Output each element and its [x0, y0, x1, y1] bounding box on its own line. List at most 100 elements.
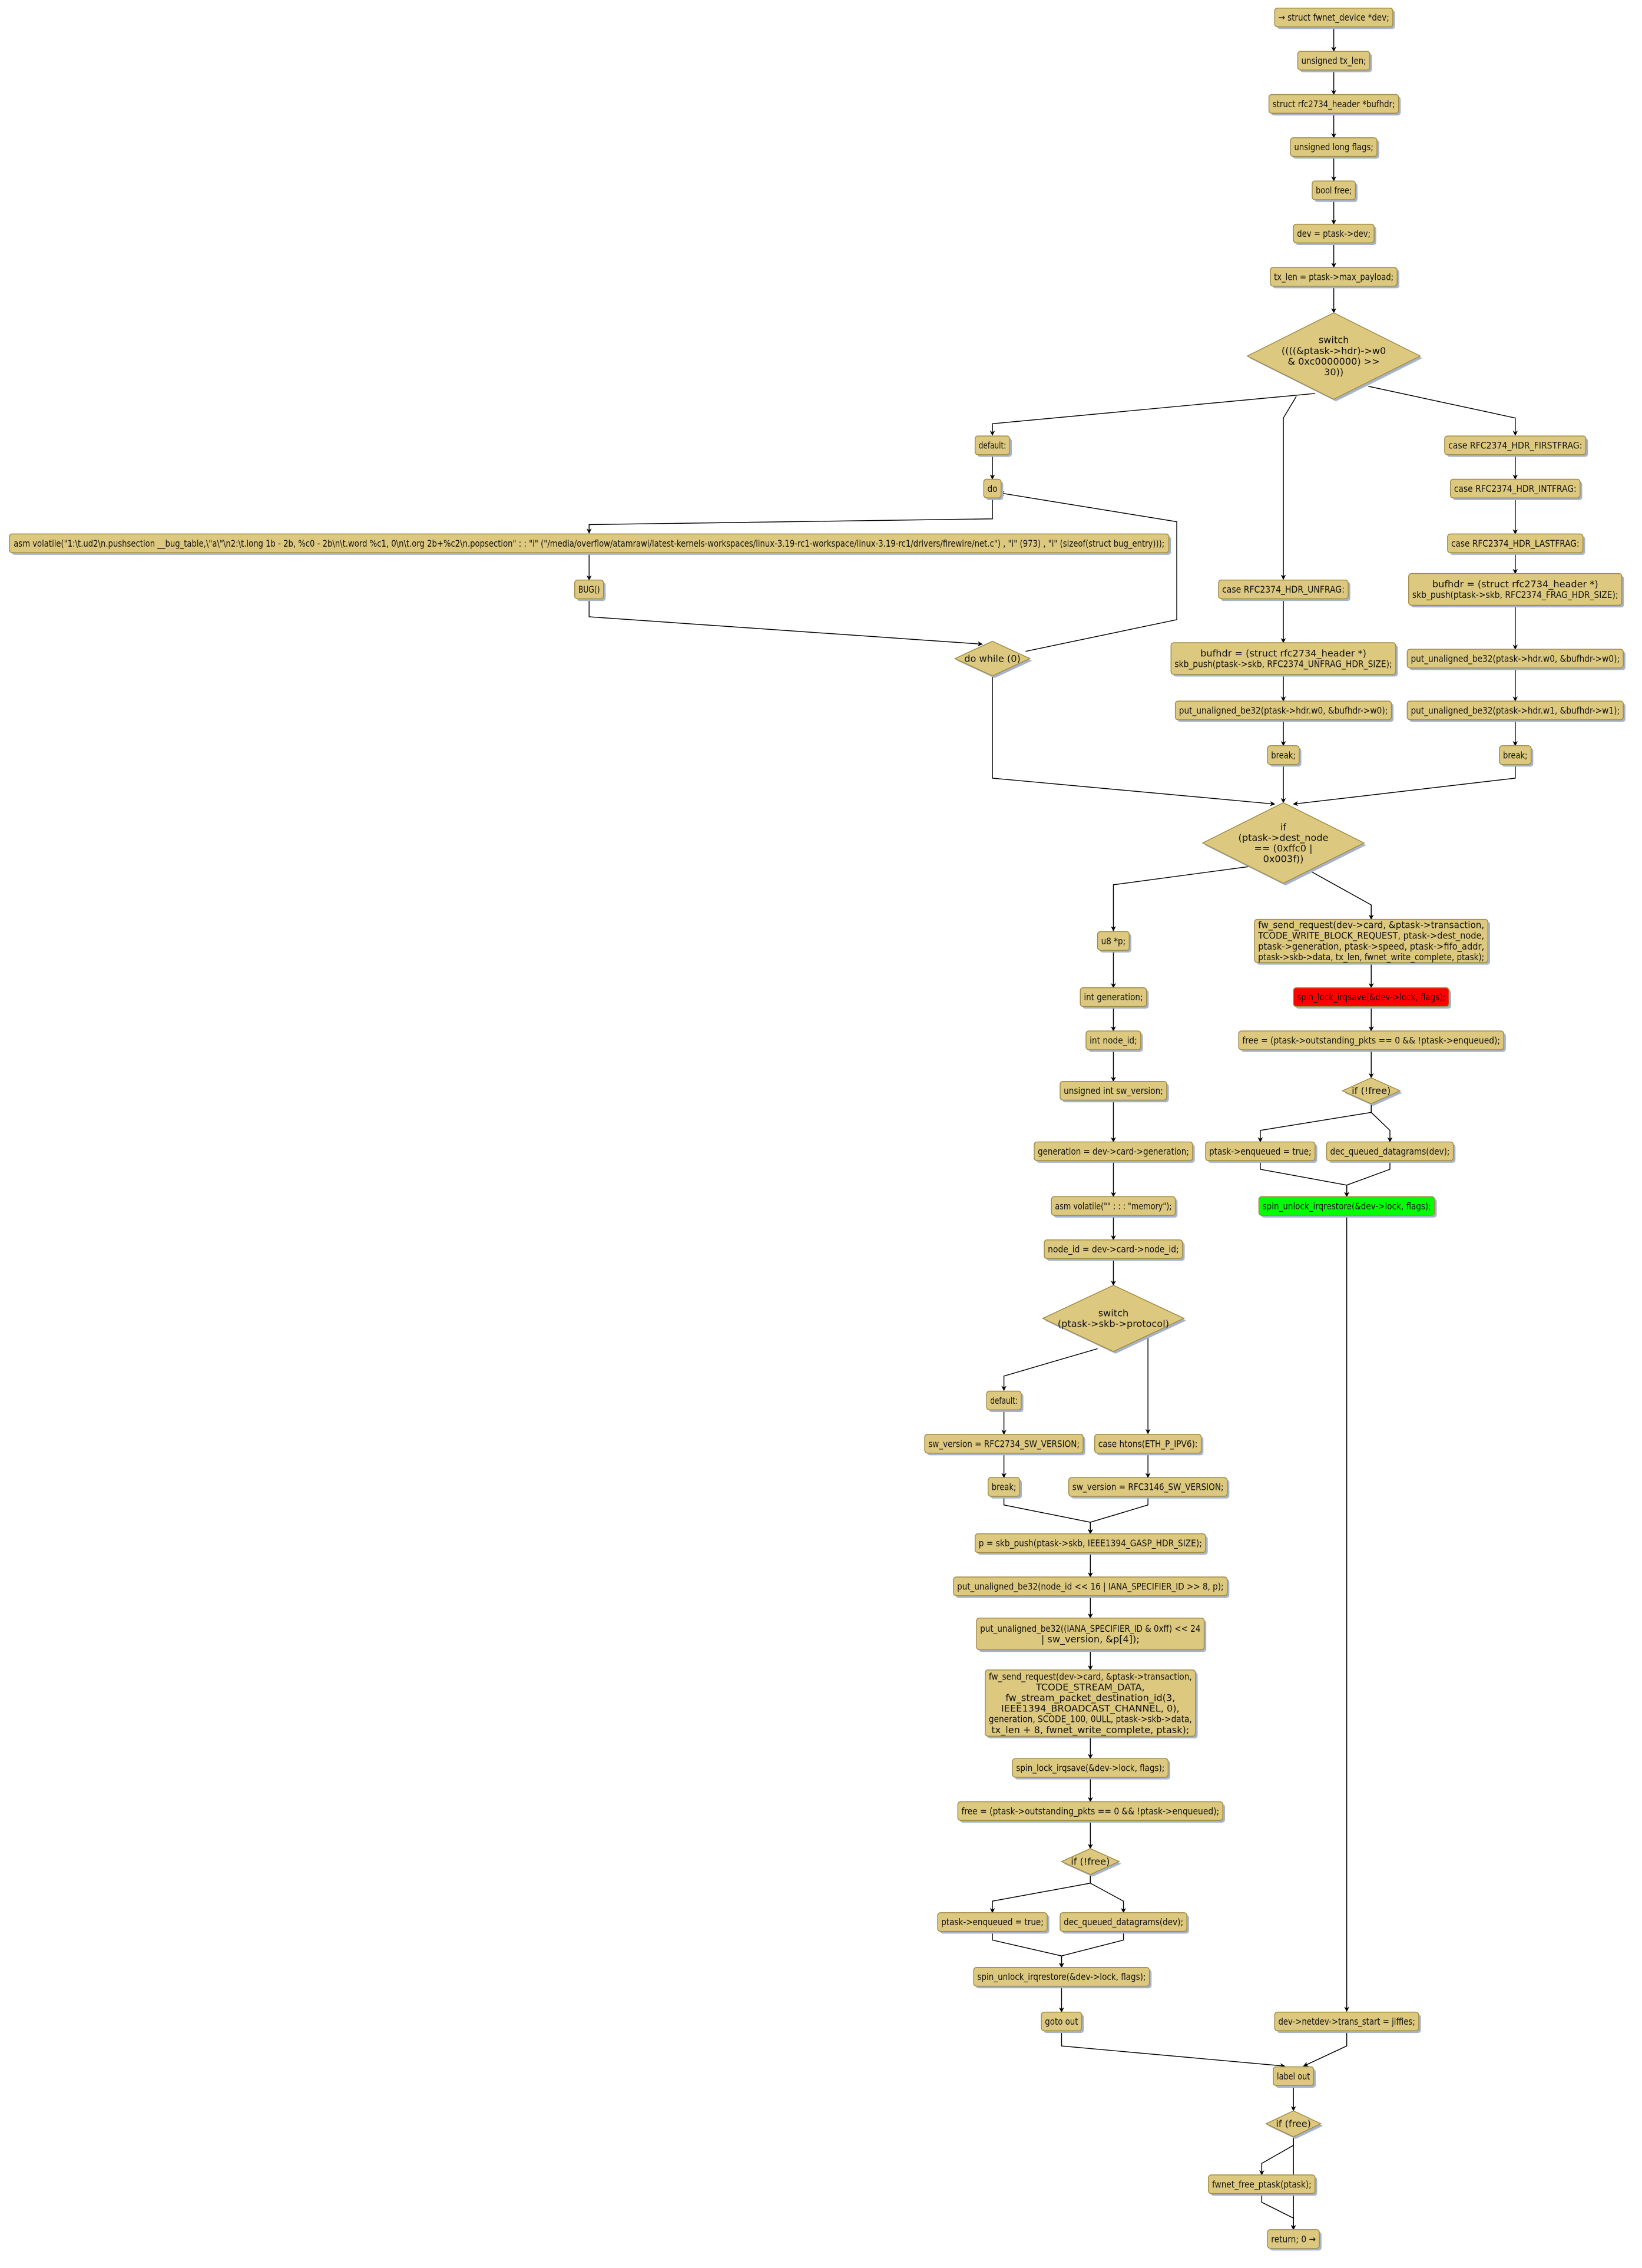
statement-node-n14[interactable]: put_unaligned_be32(ptask->hdr.w0, &bufhd… — [1174, 700, 1394, 722]
node-label-line: dec_queued_datagrams(dev); — [1064, 1916, 1183, 1928]
statement-node-n29[interactable]: node_id = dev->card->node_id; — [1044, 1239, 1185, 1261]
node-label-line: fw_stream_packet_destination_id(3, — [1005, 1692, 1175, 1704]
edge-n42-to-n43 — [1059, 1931, 1124, 1968]
statement-node-n36[interactable]: put_unaligned_be32(node_id << 16 | IANA_… — [953, 1576, 1230, 1598]
statement-node-n18[interactable]: case RFC2374_HDR_LASTFRAG: — [1447, 533, 1585, 555]
statement-node-n41[interactable]: ptask->enqueued = true; — [937, 1912, 1050, 1934]
statement-node-n2[interactable]: unsigned tx_len; — [1297, 51, 1372, 72]
node-shape — [1094, 1434, 1202, 1454]
node-label-line: p = skb_push(ptask->skb, IEEE1394_GASP_H… — [979, 1538, 1202, 1549]
edge-d1-to-n16 — [1368, 386, 1518, 436]
statement-node-n21[interactable]: put_unaligned_be32(ptask->hdr.w1, &bufhd… — [1406, 700, 1626, 722]
statement-node-n52[interactable]: label out — [1273, 2066, 1316, 2088]
decision-node-d4[interactable]: switch(ptask->skb->protocol) — [1041, 1284, 1186, 1354]
statement-node-n34[interactable]: sw_version = RFC3146_SW_VERSION; — [1068, 1477, 1230, 1499]
edge-n22-to-d3 — [1293, 765, 1516, 806]
decision-node-d7[interactable]: if (free) — [1264, 2110, 1323, 2139]
decision-node-d6[interactable]: if (!free) — [1341, 1077, 1402, 1106]
node-shape — [1326, 1141, 1454, 1161]
node-label-line: break; — [1503, 749, 1528, 761]
statement-node-n15[interactable]: break; — [1267, 745, 1302, 767]
node-shape — [1238, 1030, 1504, 1050]
node-label-line: spin_lock_irqsave(&dev->lock, flags); — [1297, 991, 1445, 1003]
statement-node-n53[interactable]: fwnet_free_ptask(ptask); — [1208, 2174, 1317, 2196]
statement-node-n12[interactable]: case RFC2374_HDR_UNFRAG: — [1218, 579, 1350, 601]
node-label-line: sw_version = RFC3146_SW_VERSION; — [1072, 1482, 1224, 1493]
statement-node-n49[interactable]: dec_queued_datagrams(dev); — [1326, 1141, 1456, 1163]
statement-node-n38[interactable]: fw_send_request(dev->card, &ptask->trans… — [985, 1669, 1198, 1738]
edge-n48-to-n50 — [1260, 1161, 1350, 1198]
node-label-line: skb_push(ptask->skb, RFC2374_UNFRAG_HDR_… — [1174, 658, 1392, 670]
statement-node-n24[interactable]: int generation; — [1080, 987, 1149, 1009]
edge-n44-to-n52 — [1061, 2031, 1286, 2068]
node-shape — [1293, 223, 1375, 244]
statement-node-n45[interactable]: fw_send_request(dev->card, &ptask->trans… — [1254, 918, 1490, 965]
statement-node-n44[interactable]: goto out — [1041, 2011, 1084, 2034]
statement-node-n54[interactable]: return; 0 → — [1267, 2229, 1322, 2251]
decision-node-d2[interactable]: do while (0) — [954, 640, 1032, 678]
statement-node-n46[interactable]: spin_lock_irqsave(&dev->lock, flags); — [1293, 987, 1451, 1009]
node-label-line: do while (0) — [964, 653, 1020, 664]
statement-node-n5[interactable]: bool free; — [1312, 180, 1358, 202]
statement-node-n32[interactable]: break; — [987, 1477, 1022, 1499]
statement-node-n10[interactable]: asm volatile("1:\t.ud2\n.pushsection __b… — [9, 533, 1171, 555]
node-shape — [1201, 802, 1365, 884]
edge-d7-to-n53 — [1259, 2137, 1294, 2176]
statement-node-n7[interactable]: tx_len = ptask->max_payload; — [1270, 267, 1399, 289]
statement-node-n19[interactable]: bufhdr = (struct rfc2734_header *)skb_pu… — [1408, 573, 1624, 608]
statement-node-n40[interactable]: free = (ptask->outstanding_pkts == 0 && … — [957, 1801, 1225, 1823]
statement-node-n22[interactable]: break; — [1499, 745, 1534, 767]
statement-node-n25[interactable]: int node_id; — [1085, 1030, 1143, 1052]
statement-node-n50[interactable]: spin_unlock_irqrestore(&dev->lock, flags… — [1258, 1196, 1437, 1218]
node-label-line: unsigned tx_len; — [1302, 55, 1366, 67]
node-shape — [1205, 1141, 1316, 1161]
statement-node-n27[interactable]: generation = dev->card->generation; — [1034, 1141, 1195, 1163]
node-label-line: put_unaligned_be32(node_id << 16 | IANA_… — [957, 1581, 1223, 1592]
node-shape — [937, 1912, 1048, 1932]
statement-node-n26[interactable]: unsigned int sw_version; — [1060, 1081, 1169, 1103]
node-shape — [986, 1390, 1022, 1411]
node-label-line: case RFC2374_HDR_UNFRAG: — [1222, 584, 1345, 596]
decision-node-d3[interactable]: if(ptask->dest_node== (0xffc0 |0x003f)) — [1201, 802, 1366, 886]
statement-node-n20[interactable]: put_unaligned_be32(ptask->hdr.w0, &bufhd… — [1406, 649, 1626, 670]
node-shape — [1406, 700, 1624, 720]
edge-d2-to-n9 — [999, 491, 1177, 652]
statement-node-n17[interactable]: case RFC2374_HDR_INTFRAG: — [1449, 478, 1583, 500]
node-label-line: fwnet_free_ptask(ptask); — [1212, 2178, 1312, 2190]
statement-node-n13[interactable]: bufhdr = (struct rfc2734_header *)skb_pu… — [1170, 642, 1398, 677]
node-label-line: dev->netdev->trans_start = jiffies; — [1278, 2016, 1415, 2028]
statement-node-n37[interactable]: put_unaligned_be32((IANA_SPECIFIER_ID & … — [976, 1617, 1207, 1652]
statement-node-n31[interactable]: sw_version = RFC2734_SW_VERSION; — [924, 1434, 1085, 1456]
statement-node-n33[interactable]: case htons(ETH_P_IPV6): — [1094, 1434, 1204, 1456]
node-shape — [1444, 435, 1587, 455]
edge-n51-to-n52 — [1303, 2031, 1348, 2067]
statement-node-n3[interactable]: struct rfc2734_header *bufhdr; — [1268, 94, 1401, 115]
node-label-line: bool free; — [1316, 185, 1352, 196]
statement-node-n6[interactable]: dev = ptask->dev; — [1293, 223, 1376, 246]
statement-node-n8[interactable]: default: — [974, 435, 1012, 457]
node-label-line: (ptask->skb->protocol) — [1058, 1318, 1169, 1330]
decision-node-d1[interactable]: switch((((&ptask->hdr)->w0& 0xc0000000) … — [1246, 312, 1423, 402]
statement-node-n30[interactable]: default: — [986, 1390, 1024, 1413]
statement-node-n42[interactable]: dec_queued_datagrams(dev); — [1060, 1912, 1189, 1934]
statement-node-n43[interactable]: spin_unlock_irqrestore(&dev->lock, flags… — [973, 1967, 1152, 1989]
edge-d1-to-n8 — [989, 393, 1315, 436]
statement-node-n23[interactable]: u8 *p; — [1097, 931, 1132, 953]
statement-node-n47[interactable]: free = (ptask->outstanding_pkts == 0 && … — [1238, 1030, 1506, 1052]
node-label-line: == (0xffc0 | — [1254, 843, 1313, 854]
statement-node-n48[interactable]: ptask->enqueued = true; — [1205, 1141, 1317, 1163]
edge-n53-to-n54 — [1261, 2193, 1296, 2230]
statement-node-n35[interactable]: p = skb_push(ptask->skb, IEEE1394_GASP_H… — [974, 1533, 1208, 1555]
statement-node-n39[interactable]: spin_lock_irqsave(&dev->lock, flags); — [1012, 1758, 1171, 1780]
statement-node-n11[interactable]: BUG() — [574, 579, 606, 601]
statement-node-n28[interactable]: asm volatile("" : : : "memory"); — [1051, 1196, 1178, 1218]
statement-node-n1[interactable]: → struct fwnet_device *dev; — [1274, 8, 1395, 29]
statement-node-n51[interactable]: dev->netdev->trans_start = jiffies; — [1274, 2011, 1421, 2034]
statement-node-n4[interactable]: unsigned long flags; — [1290, 137, 1379, 159]
node-label-line: & 0xc0000000) >> — [1287, 356, 1379, 367]
statement-node-n16[interactable]: case RFC2374_HDR_FIRSTFRAG: — [1444, 435, 1588, 457]
edge-d5-to-n42 — [1090, 1874, 1126, 1913]
node-label-line: skb_push(ptask->skb, RFC2374_FRAG_HDR_SI… — [1412, 589, 1618, 601]
decision-node-d5[interactable]: if (!free) — [1060, 1848, 1121, 1877]
statement-node-n9[interactable]: do — [983, 478, 1004, 500]
